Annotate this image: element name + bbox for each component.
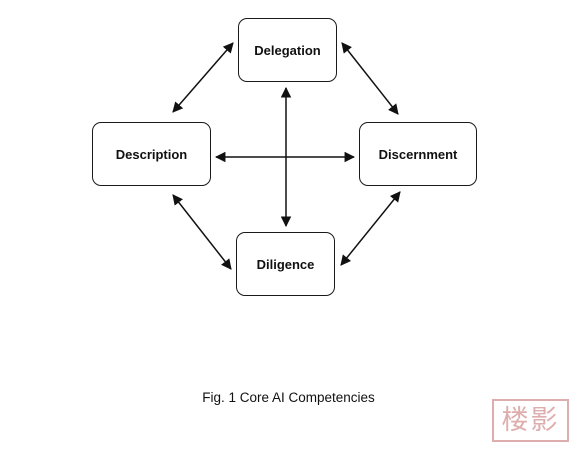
node-delegation: Delegation: [238, 18, 337, 82]
watermark-seal: 楼影: [492, 399, 569, 442]
node-label-description: Description: [115, 146, 188, 162]
arrow-delegation-discernment: [341, 42, 399, 115]
node-label-delegation: Delegation: [254, 42, 321, 58]
node-label-diligence: Diligence: [256, 256, 315, 272]
node-diligence: Diligence: [236, 232, 335, 296]
arrow-description-diligence: [172, 194, 232, 270]
arrow-delegation-description: [172, 42, 234, 113]
node-description: Description: [92, 122, 211, 186]
node-discernment: Discernment: [359, 122, 477, 186]
figure-caption: Fig. 1 Core AI Competencies: [202, 390, 375, 405]
arrow-discernment-diligence: [340, 191, 401, 266]
node-label-discernment: Discernment: [378, 146, 458, 162]
watermark-text: 楼影: [501, 405, 560, 436]
